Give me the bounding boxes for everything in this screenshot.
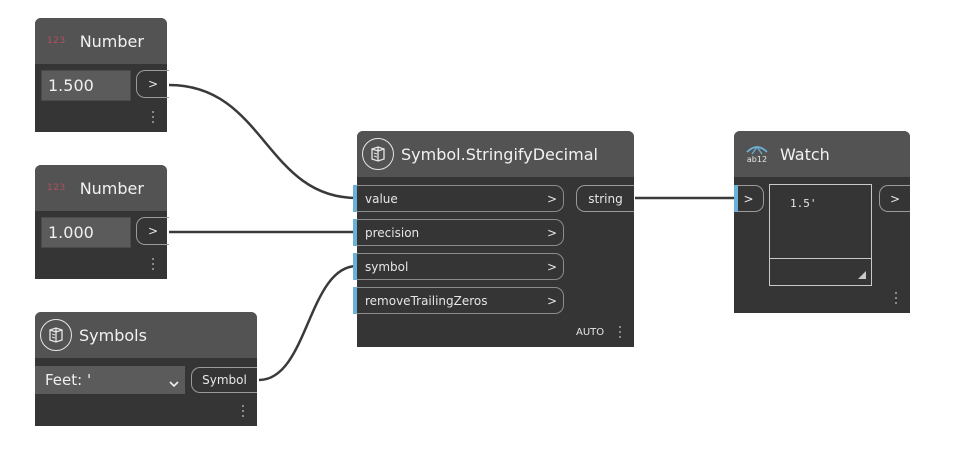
node-menu-icon[interactable]: [152, 258, 154, 270]
wire-number1-to-value[interactable]: [168, 83, 358, 200]
watch-result: 1.5': [790, 197, 817, 210]
lacing-label[interactable]: AUTO: [576, 327, 605, 338]
input-port-remove-trailing-zeros[interactable]: removeTrailingZeros >: [353, 287, 564, 314]
output-port[interactable]: >: [879, 185, 910, 212]
node-header[interactable]: ab12 Watch: [734, 131, 910, 177]
node-header[interactable]: Symbol.StringifyDecimal: [357, 131, 634, 177]
output-port-string[interactable]: string: [576, 185, 634, 212]
node-header[interactable]: 123 Number: [35, 165, 167, 211]
output-port[interactable]: >: [136, 70, 169, 98]
chevron-down-icon: [169, 374, 179, 392]
node-title: Watch: [780, 144, 830, 164]
output-port[interactable]: >: [136, 217, 169, 245]
port-indicator: [734, 185, 738, 212]
number-input[interactable]: 1.500: [41, 70, 131, 101]
watch-node[interactable]: ab12 Watch > 1.5' >: [734, 131, 910, 313]
number-node-1[interactable]: 123 Number 1.500 >: [35, 18, 169, 132]
node-menu-icon[interactable]: [895, 292, 897, 304]
port-indicator: [353, 253, 357, 280]
symbols-node[interactable]: Symbols Feet: ' Symbol: [35, 312, 257, 426]
number-123-icon: 123: [47, 183, 66, 193]
number-123-icon: 123: [47, 36, 66, 46]
number-node-2[interactable]: 123 Number 1.000 >: [35, 165, 169, 279]
node-title: Symbol.StringifyDecimal: [401, 144, 598, 164]
resize-grip-icon[interactable]: [858, 271, 866, 279]
symbol-dropdown[interactable]: Feet: ': [35, 366, 185, 394]
node-menu-icon[interactable]: [619, 326, 621, 338]
wire-symbols-to-symbol[interactable]: [258, 264, 358, 382]
port-indicator: [353, 287, 357, 314]
watch-abc-icon: ab12: [746, 144, 768, 164]
input-port-value[interactable]: value >: [353, 185, 564, 212]
port-indicator: [353, 185, 357, 212]
node-menu-icon[interactable]: [242, 405, 244, 417]
symbol-package-icon: [40, 319, 72, 351]
symbol-package-icon: [362, 138, 394, 170]
stringify-decimal-node[interactable]: Symbol.StringifyDecimal value > precisio…: [353, 131, 634, 347]
input-port-precision[interactable]: precision >: [353, 219, 564, 246]
number-input[interactable]: 1.000: [41, 217, 131, 248]
node-header[interactable]: Symbols: [35, 312, 257, 358]
input-port[interactable]: >: [734, 185, 764, 212]
output-port[interactable]: Symbol: [191, 367, 257, 393]
node-title: Number: [79, 31, 144, 51]
watch-display: 1.5': [769, 184, 872, 286]
node-header[interactable]: 123 Number: [35, 18, 167, 64]
port-indicator: [353, 219, 357, 246]
node-title: Number: [79, 178, 144, 198]
node-title: Symbols: [79, 325, 147, 345]
watch-divider: [770, 258, 871, 259]
input-port-symbol[interactable]: symbol >: [353, 253, 564, 280]
node-menu-icon[interactable]: [152, 111, 154, 123]
